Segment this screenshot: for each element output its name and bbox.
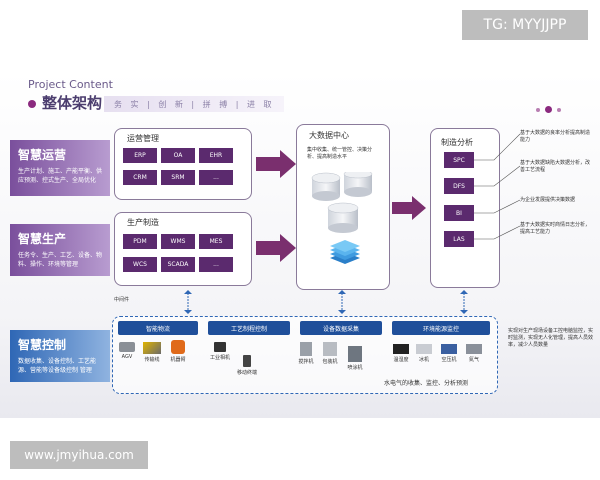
device-mobile-terminal: 移动终端 [232,355,262,376]
analysis-note: 基于大数据缺陷大数据分析，改善工艺流程 [520,160,591,173]
robot-arm-icon [171,340,185,354]
analysis-item: DFS [444,178,474,194]
analysis-note: 为企业发展提供决策数据 [520,197,576,203]
ops-module: ... [199,170,233,185]
device-label: 空压机 [441,357,457,363]
device-robot-arm: 机器臂 [166,340,190,363]
analysis-note: 基于大数据实时商情日志分析，提高工艺能力 [520,222,591,235]
double-arrow-icon [460,290,468,314]
arrow-right-icon [256,150,296,178]
device-label: 温湿度 [393,357,409,363]
ops-panel: 运营管理 [114,128,252,200]
control-group-header: 智能物流 [118,321,198,335]
database-icon [311,172,373,264]
prod-module: PDM [123,234,157,249]
arrow-right-icon [392,196,426,220]
double-arrow-icon [338,290,346,314]
watermark-top: TG: MYYJJPP [462,10,588,40]
analysis-item: BI [444,205,474,221]
ops-module: CRM [123,170,157,185]
prod-module: WMS [161,234,195,249]
double-arrow-icon [184,290,192,314]
control-group-header: 环境能源监控 [392,321,490,335]
conveyor-icon [143,342,161,354]
note-connectors [474,133,521,240]
category-title: 智慧运营 [18,148,67,162]
device-chiller: 冰机 [414,344,434,363]
device-label: 氮气 [468,357,479,363]
sprayer-icon [348,346,362,362]
page-title-text: 整体架构 [42,94,103,112]
device-label: AGV [121,354,133,360]
device-label: 机器臂 [170,357,186,363]
middleware-label: 中间件 [114,297,130,303]
prod-module: SCADA [161,257,195,272]
camera-icon [214,342,226,352]
device-label: 喷涂机 [347,365,363,371]
device-label: 传输线 [144,357,160,363]
category-title: 智慧生产 [18,232,67,246]
control-note: 实现对生产现场设备工控电脑监控，实时监测，实现无人化管理，提高人员效率，减少人员… [508,328,594,348]
packer-icon [323,342,337,356]
device-label: 包装机 [322,359,338,365]
page-title: 整体架构 [28,92,102,113]
category-smart-operation: 智慧运营 生产计划、施工、产能平衡、供应预测、控式生产、全局优化 [10,140,110,196]
temp-humidity-icon [393,344,409,354]
device-agv: AGV [116,342,138,360]
prod-title: 生产制造 [127,218,159,227]
prod-module: MES [199,234,233,249]
ops-module: EHR [199,148,233,163]
mobile-terminal-icon [243,355,251,367]
device-air-compressor: 空压机 [436,344,462,363]
chiller-icon [416,344,432,354]
watermark-bottom: www.jmyihua.com [10,441,148,469]
device-label: 工业相机 [209,355,230,361]
arrow-right-icon [256,234,296,262]
category-smart-control: 智慧控制 数据收集、设备控制、工艺能源、营能等设备级控制 管理 [10,330,110,382]
device-conveyor: 传输线 [140,342,164,363]
analysis-item: SPC [444,152,474,168]
prod-module: WCS [123,257,157,272]
mixer-icon [300,342,312,356]
device-label: 冰机 [418,357,429,363]
device-mixer: 搅拌机 [294,342,318,365]
decor-dots-icon [536,99,566,118]
slogan-band: 务 实 | 创 新 | 拼 搏 | 进 取 [104,96,284,112]
device-nitrogen: 氮气 [462,344,486,363]
analysis-item: LAS [444,231,474,247]
ops-module: OA [161,148,195,163]
ops-title: 运营管理 [127,134,159,143]
device-industrial-camera: 工业相机 [206,342,234,361]
bullet-dot-icon [28,99,36,108]
device-label: 移动终端 [236,370,257,376]
device-temp-humidity: 温湿度 [388,344,414,363]
project-label: Project Content [28,78,113,91]
device-label: 搅拌机 [298,359,314,365]
prod-module: ... [199,257,233,272]
agv-icon [119,342,135,352]
air-compressor-icon [441,344,457,354]
category-title: 智慧控制 [18,338,67,352]
control-group-header: 设备数据采集 [300,321,382,335]
prod-panel: 生产制造 [114,212,252,286]
category-smart-production: 智慧生产 任务令、生产、工艺、设备、物料、操作、环境等管理 [10,224,110,276]
device-packer: 包装机 [318,342,342,365]
nitrogen-icon [466,344,482,354]
control-footer: 水电气的收集、监控、分析预测 [384,380,469,387]
category-desc: 数据收集、设备控制、工艺能源、营能等设备级控制 管理 [18,358,97,374]
device-sprayer: 喷涂机 [342,346,368,371]
analysis-title: 制造分析 [441,138,473,147]
bigdata-desc: 集中收集、统一管控、决策分析、提高制造水平 [307,147,373,160]
analysis-note: 基于大数据的良率分析提高制造能力 [520,130,591,143]
ops-module: ERP [123,148,157,163]
category-desc: 任务令、生产、工艺、设备、物料、操作、环境等管理 [18,252,103,268]
ops-module: SRM [161,170,195,185]
bigdata-title: 大数据中心 [309,131,349,140]
control-group-header: 工艺制程控制 [208,321,290,335]
category-desc: 生产计划、施工、产能平衡、供应预测、控式生产、全局优化 [18,168,103,184]
